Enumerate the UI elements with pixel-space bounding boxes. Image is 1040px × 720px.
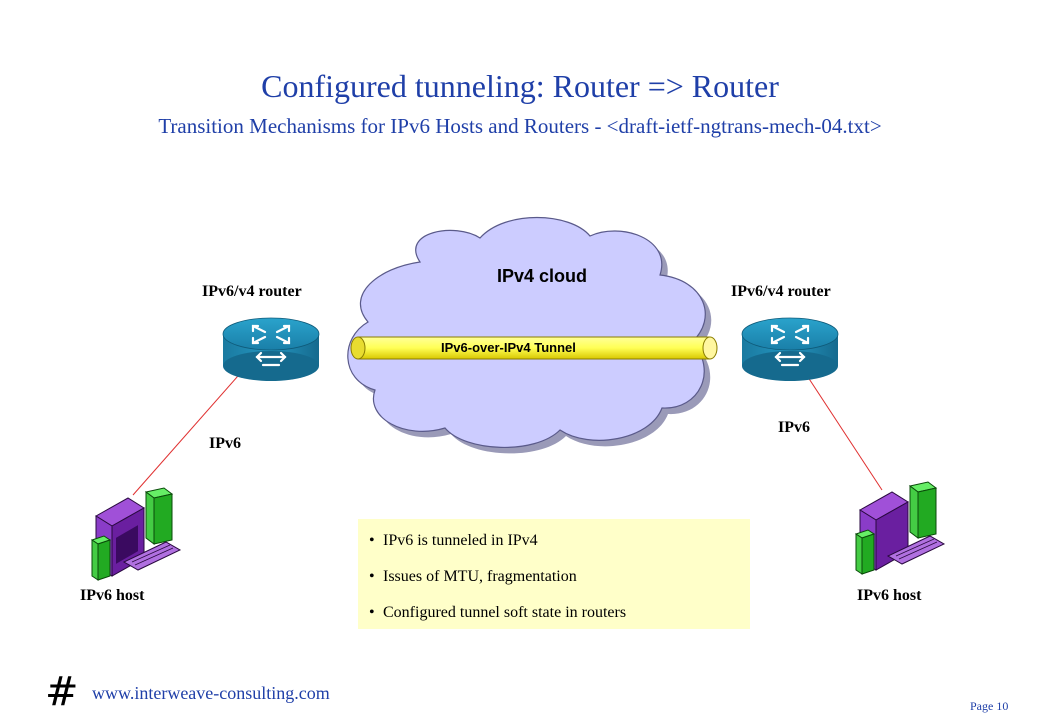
- right-link-line: [801, 367, 883, 491]
- right-router-icon: [741, 317, 839, 381]
- cloud-icon: [347, 216, 712, 454]
- note-text: Configured tunnel soft state in routers: [383, 604, 627, 621]
- footer-url-link[interactable]: www.interweave-consulting.com: [92, 683, 330, 703]
- right-link-label: IPv6: [778, 419, 810, 436]
- bullet: •: [369, 532, 375, 549]
- right-host-workstation-icon: [854, 481, 946, 575]
- left-link-label: IPv6: [209, 435, 241, 452]
- left-host-workstation-icon: [90, 487, 182, 581]
- slide-subtitle: Transition Mechanisms for IPv6 Hosts and…: [158, 114, 882, 138]
- left-host-label: IPv6 host: [80, 587, 145, 604]
- tunnel-pipe-icon: [350, 336, 718, 360]
- left-link-line: [132, 367, 246, 496]
- slide-title: Configured tunneling: Router => Router: [261, 68, 779, 104]
- note-text: Issues of MTU, fragmentation: [383, 568, 577, 585]
- bullet: •: [369, 568, 375, 585]
- tunnel-label: IPv6-over-IPv4 Tunnel: [441, 340, 576, 355]
- page-number: Page 10: [970, 699, 1009, 713]
- notes-box: • IPv6 is tunneled in IPv4 • Issues of M…: [358, 519, 750, 629]
- left-router-icon: [222, 317, 320, 381]
- left-router-label: IPv6/v4 router: [202, 283, 302, 300]
- right-host-label: IPv6 host: [857, 587, 922, 604]
- logo-hash-icon: #: [45, 669, 79, 715]
- right-router-label: IPv6/v4 router: [731, 283, 831, 300]
- cloud-label: IPv4 cloud: [497, 266, 588, 286]
- note-text: IPv6 is tunneled in IPv4: [383, 532, 538, 549]
- bullet: •: [369, 604, 375, 621]
